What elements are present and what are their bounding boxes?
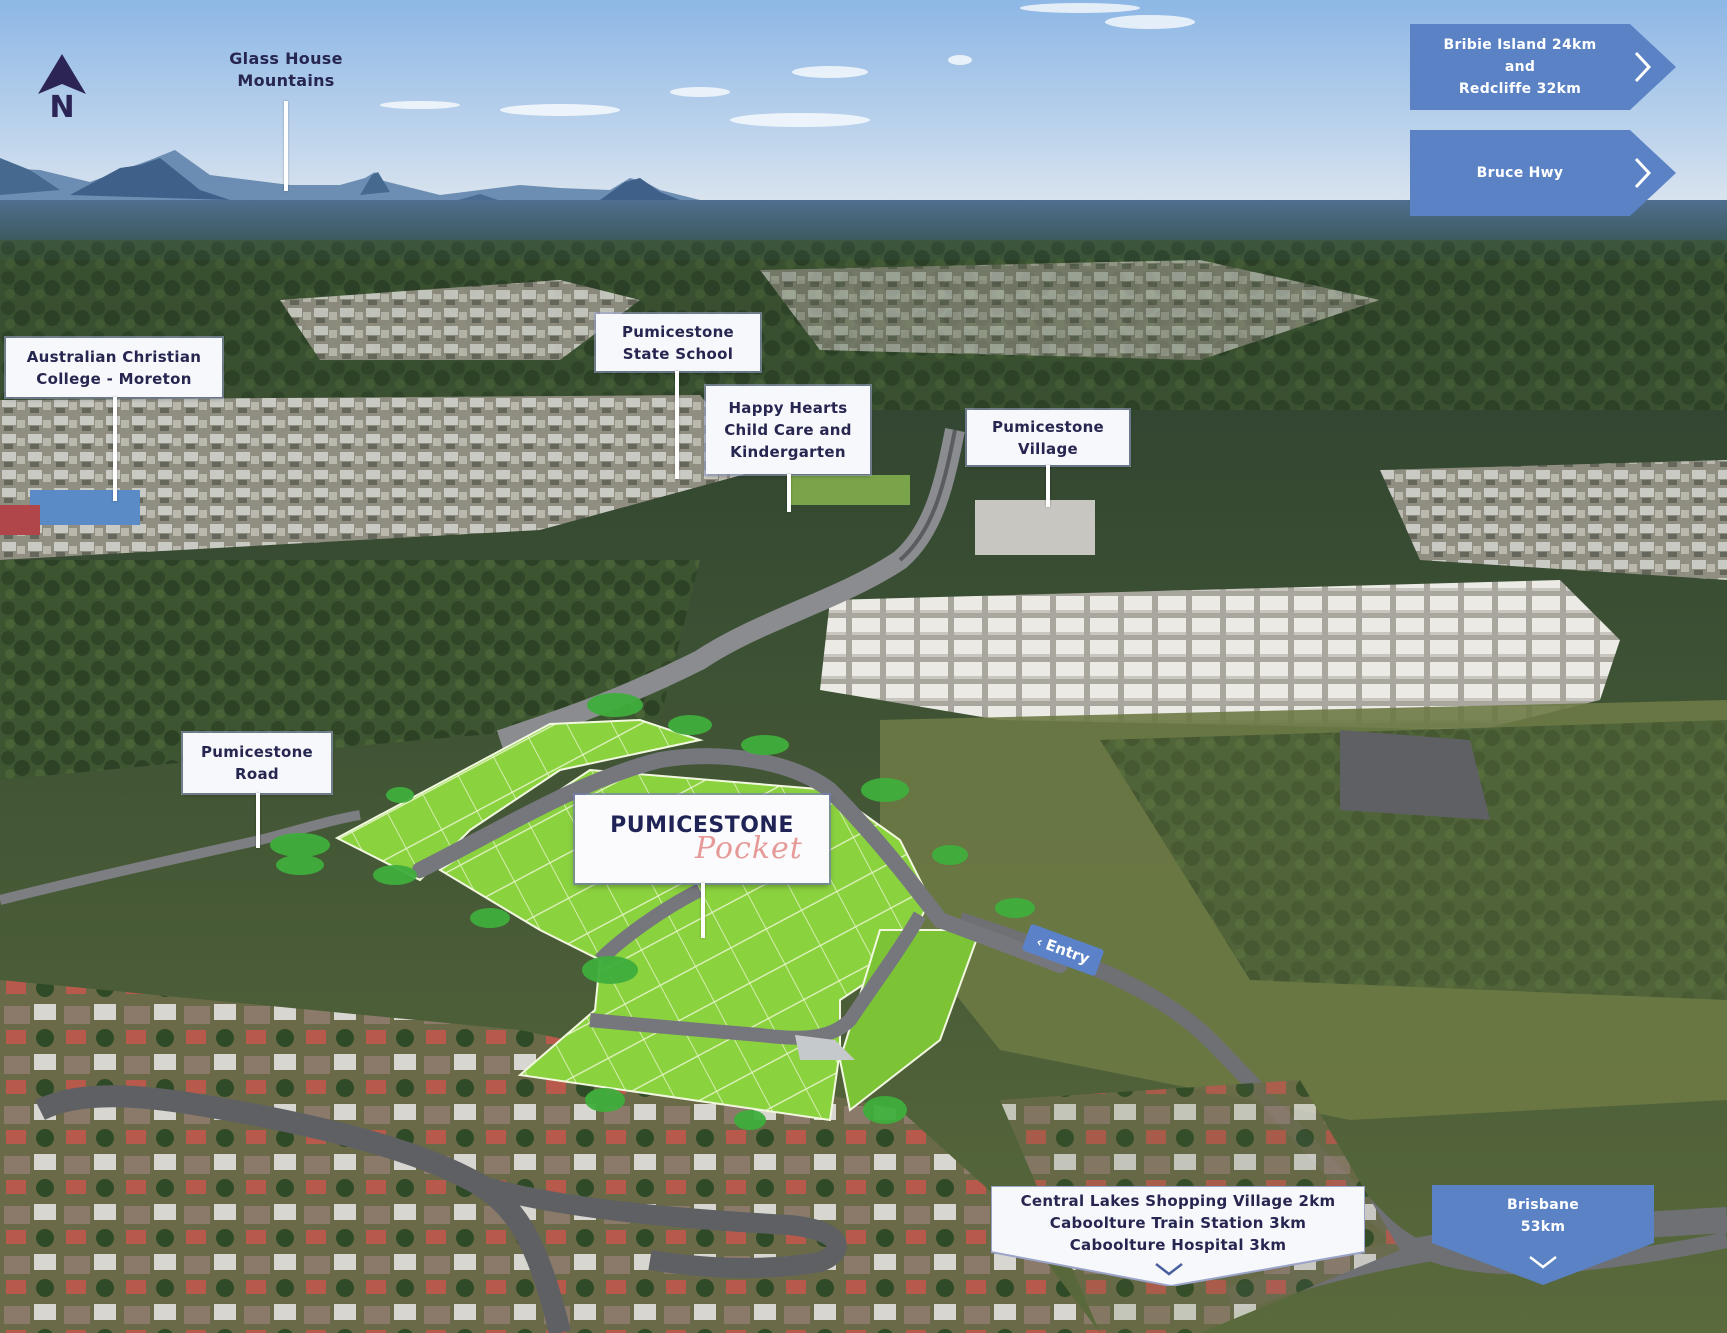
- state-school-pointer-line: [675, 371, 679, 479]
- amenity-line: Caboolture Hospital 3km: [1069, 1236, 1287, 1254]
- glass-house-mountains-label: Glass House Mountains: [206, 48, 366, 92]
- pumicestone-pocket-logo: PUMICESTONE Pocket: [575, 795, 829, 883]
- label-line: Pumicestone: [621, 322, 735, 341]
- sign-line: Bribie Island 24km: [1443, 37, 1597, 53]
- label-line: State School: [622, 344, 734, 363]
- north-letter: N: [49, 90, 75, 125]
- bruce-hwy-sign: Bruce Hwy: [1410, 130, 1676, 216]
- label-line: Road: [235, 765, 279, 783]
- north-arrow-icon: [38, 54, 86, 94]
- label-line: Kindergarten: [730, 443, 846, 461]
- nearby-amenities-callout: Central Lakes Shopping Village 2km Caboo…: [991, 1186, 1365, 1286]
- pumicestone-state-school-label: Pumicestone State School: [596, 314, 760, 371]
- label-line: Village: [1018, 439, 1078, 458]
- chevron-right-icon: [1634, 157, 1652, 189]
- happy-hearts-pointer-line: [787, 474, 791, 512]
- bribie-redcliffe-sign: Bribie Island 24km and Redcliffe 32km: [1410, 24, 1676, 110]
- chevron-down-icon: [1529, 1256, 1557, 1269]
- estate-name-script: Pocket: [695, 831, 803, 866]
- sign-line: Brisbane: [1506, 1197, 1580, 1213]
- road-pointer-line: [256, 793, 260, 848]
- estate-pointer-line: [701, 883, 705, 938]
- australian-christian-college-label: Australian Christian College - Moreton: [6, 338, 222, 397]
- label-line: Pumicestone: [991, 417, 1105, 436]
- sign-line: Bruce Hwy: [1476, 165, 1564, 181]
- label-line: College - Moreton: [36, 369, 192, 388]
- label-line: Pumicestone: [200, 743, 314, 761]
- sign-line: and: [1504, 59, 1536, 75]
- brisbane-sign: Brisbane 53km: [1432, 1185, 1654, 1285]
- sign-line: Redcliffe 32km: [1458, 81, 1582, 97]
- label-line: Australian Christian: [26, 347, 202, 366]
- label-line: Glass House: [229, 49, 343, 68]
- estate-name: PUMICESTONE: [610, 813, 794, 838]
- label-line: Mountains: [237, 71, 335, 90]
- pumicestone-road-label: Pumicestone Road: [183, 733, 331, 793]
- label-line: Child Care and: [724, 421, 852, 439]
- sign-line: 53km: [1520, 1219, 1566, 1235]
- acc-pointer-line: [113, 397, 117, 501]
- label-line: Happy Hearts: [728, 399, 848, 417]
- amenity-line: Central Lakes Shopping Village 2km: [1020, 1192, 1336, 1210]
- village-pointer-line: [1046, 465, 1050, 507]
- north-compass: N: [36, 54, 88, 124]
- glass-house-pointer-line: [284, 101, 288, 191]
- happy-hearts-child-care-label: Happy Hearts Child Care and Kindergarten: [706, 386, 870, 474]
- chevron-right-icon: [1634, 51, 1652, 83]
- chevron-down-icon: [1155, 1263, 1183, 1276]
- pumicestone-village-label: Pumicestone Village: [967, 410, 1129, 465]
- amenity-line: Caboolture Train Station 3km: [1049, 1214, 1307, 1232]
